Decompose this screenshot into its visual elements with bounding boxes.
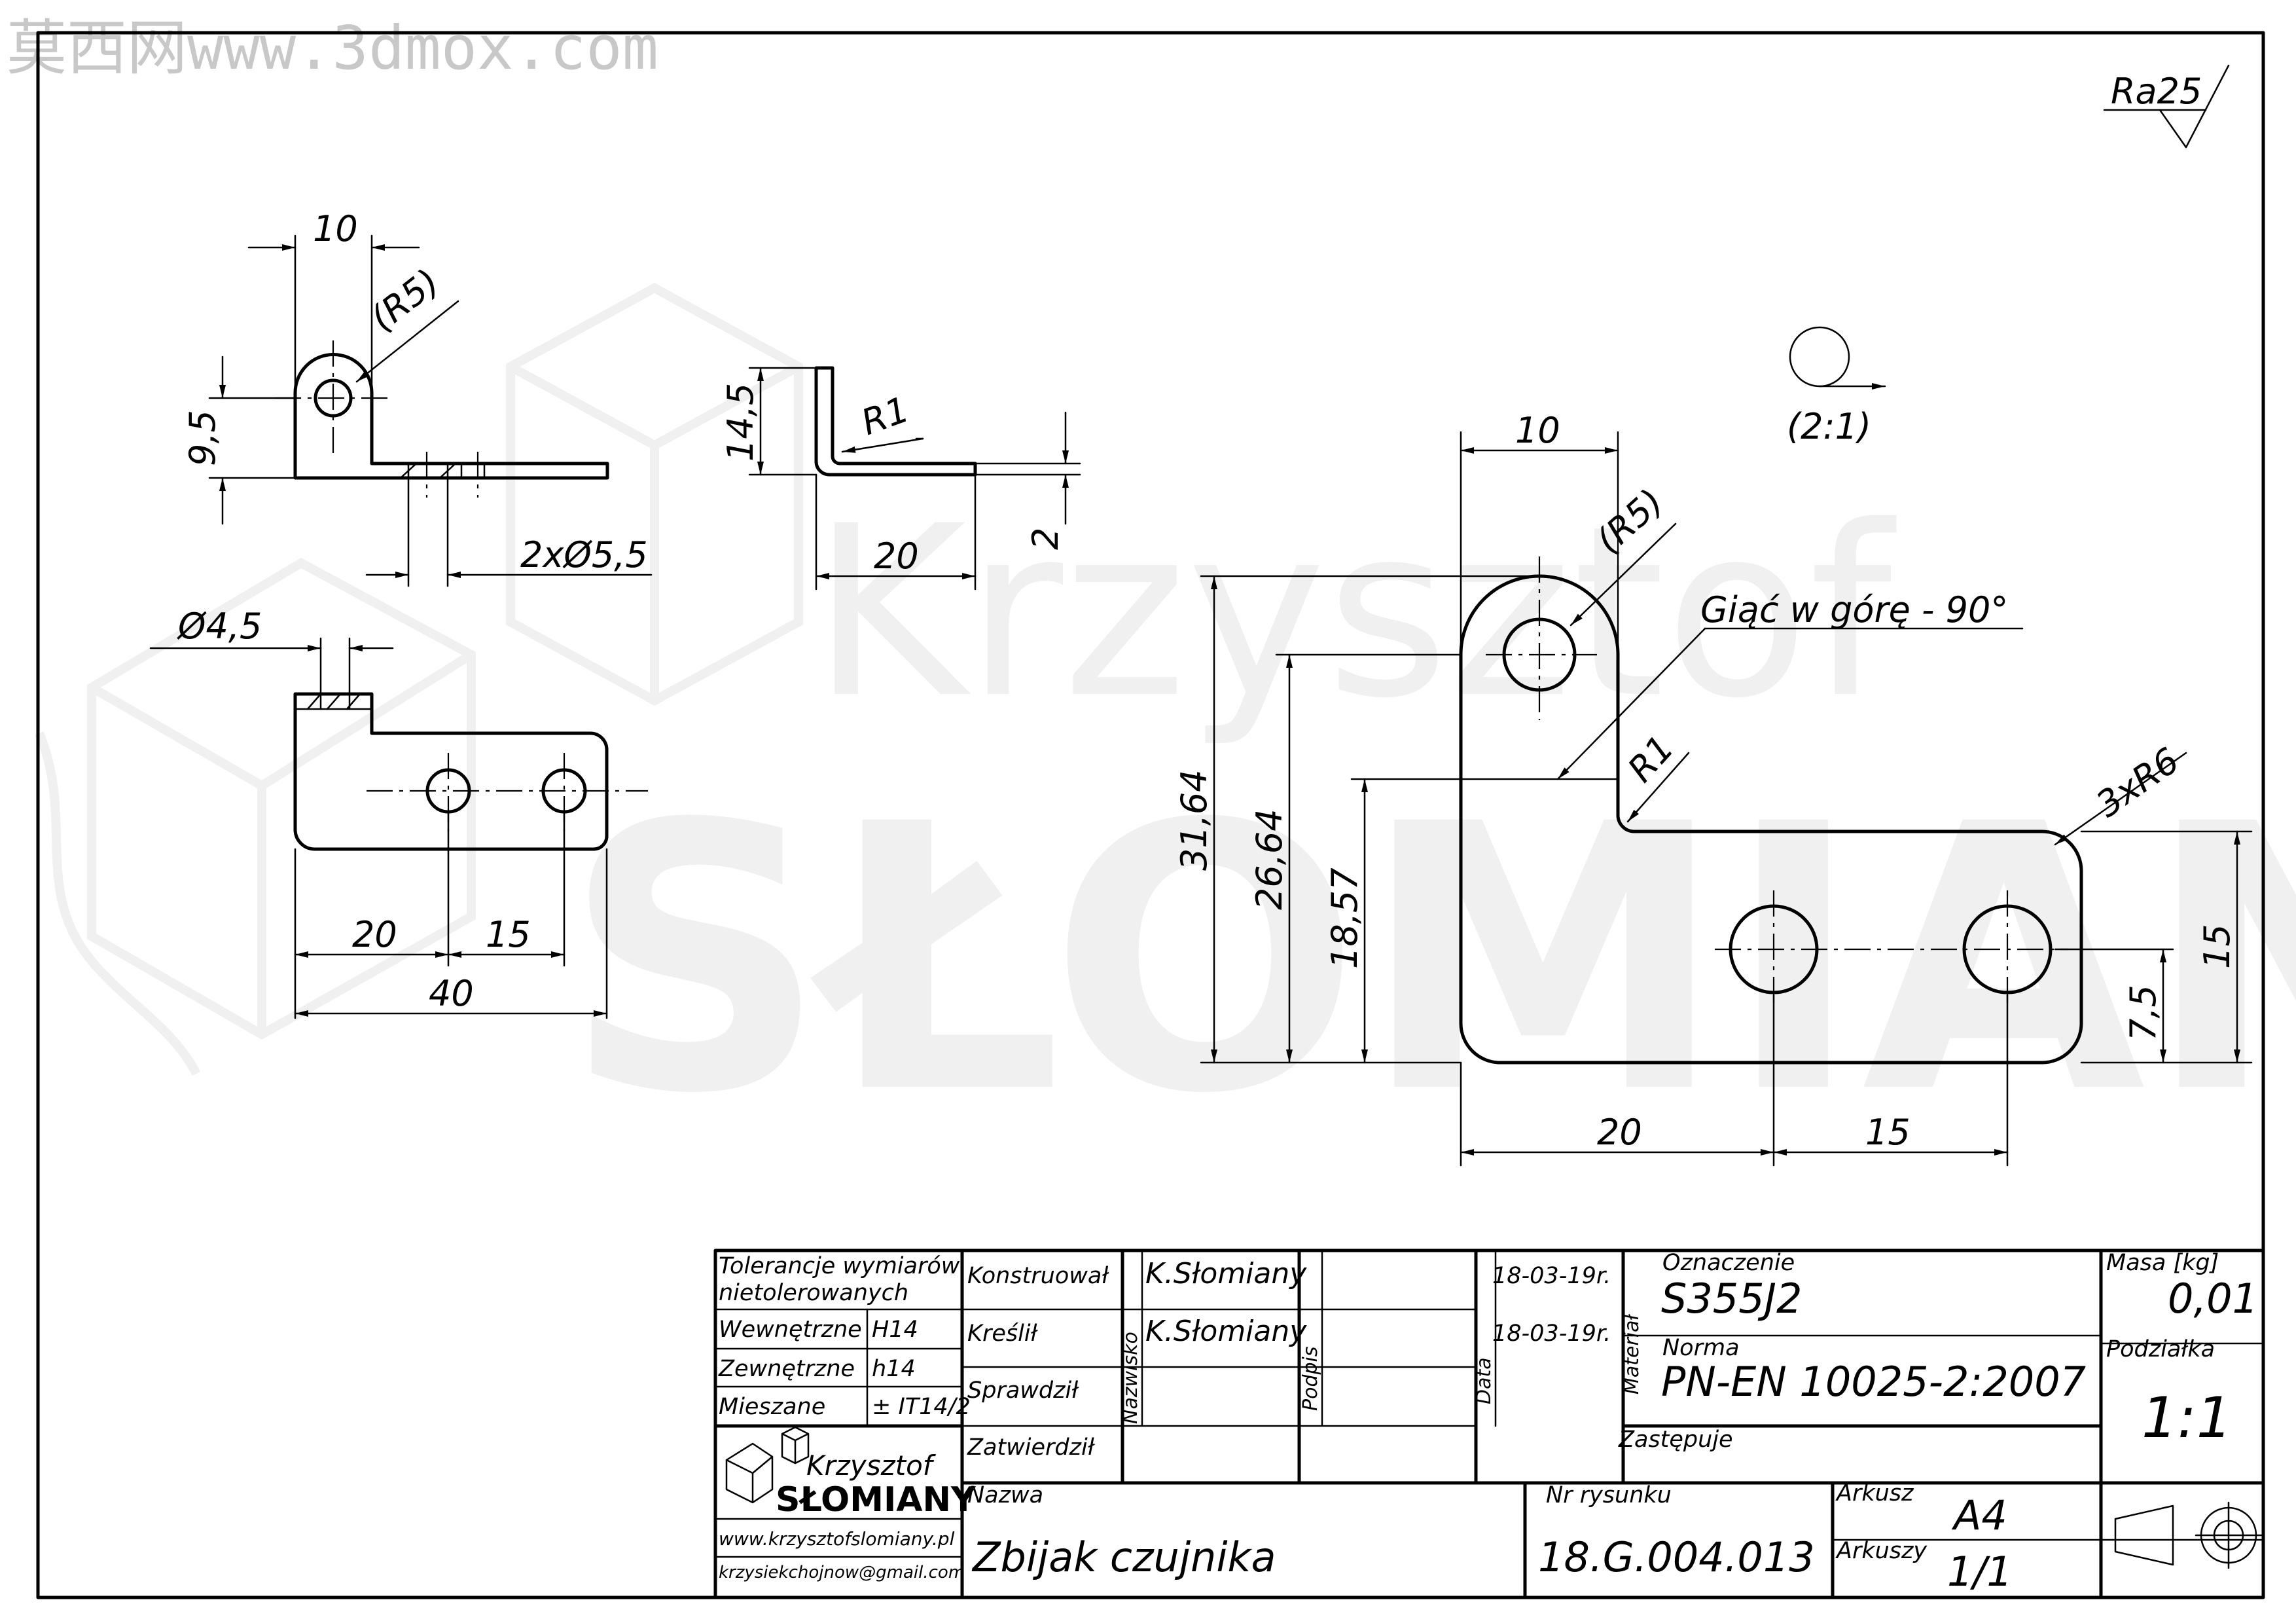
view-scale-label: (2:1) [1787,406,1871,447]
norma-value: PN-EN 10025-2:2007 [1661,1358,2086,1406]
arkusz-label: Arkusz [1835,1480,1914,1506]
nazwa-label: Nazwa [967,1482,1043,1508]
tolerances-title-2: nietolerowanych [719,1280,908,1306]
tolerance-label-2: Zewnętrzne [718,1356,855,1382]
zastepuje-label: Zastępuje [1618,1427,1733,1453]
front-dim-total: 40 [429,973,474,1014]
tolerance-value-2: h14 [872,1356,916,1382]
tolerance-label-3: Mieszane [719,1394,825,1420]
norma-label: Norma [1662,1335,1740,1361]
roughness-symbol: Ra25 [2103,64,2230,149]
podzialka-label: Podziałka [2106,1336,2215,1362]
col-data: Data [1473,1357,1496,1404]
side-dim-bend: R1 [856,388,914,443]
masa-value: 0,01 [2168,1275,2258,1322]
tolerance-label-1: Wewnętrzne [719,1317,862,1343]
masa-label: Masa [kg] [2106,1250,2219,1276]
top-dim-width: 10 [313,208,358,249]
logo-script: Krzysztof [806,1450,937,1482]
top-view-outline [293,353,609,480]
title-block: Tolerancje wymiarów nietolerowanych Wewn… [713,1249,2265,1599]
front-view-outline [293,692,609,851]
detail-dim-bottom2: 15 [1865,1112,1910,1153]
tolerance-value-1: H14 [872,1317,918,1343]
tolerance-value-3: ± IT14/2 [872,1394,971,1420]
date-konstruowal: 18-03-19r. [1492,1263,1611,1289]
col-podpis: Podpis [1299,1347,1322,1412]
top-view: 10 (R5) 9,5 2xØ5,5 [182,208,653,587]
detail-dim-width: 10 [1515,410,1560,451]
watermark-top-text: 莫西网www.3dmox.com [7,13,658,83]
top-dim-radius: (R5) [363,261,447,339]
detail-dim-right-half: 7,5 [2123,985,2164,1041]
side-dim-length: 20 [874,536,919,577]
watermark-logo-mark [35,283,803,1076]
nr-value: 18.G.004.013 [1538,1533,1815,1581]
front-dim-pos2: 15 [486,914,531,955]
logo-bold: SŁOMIANY [776,1480,977,1520]
detail-dim-right-h: 15 [2197,924,2238,969]
detail-view: 10 (R5) Giąć w górę - 90° R1 3xR6 31,64 … [1174,410,2253,1167]
side-dim-height: 14,5 [720,383,761,462]
front-view: Ø4,5 20 15 40 [149,606,648,1019]
view-rotation-symbol: (2:1) [1787,326,1886,447]
col-nazwisko: Nazwisko [1119,1332,1142,1424]
nazwa-value: Zbijak czujnika [971,1533,1276,1581]
roughness-label: Ra25 [2111,71,2202,112]
detail-dim-h1: 31,64 [1174,769,1215,871]
name-kreslil: K.Słomiany [1145,1315,1307,1348]
tolerances-title: Tolerancje wymiarów [719,1253,960,1279]
detail-bend-note: Giąć w górę - 90° [1700,589,2008,630]
company-email: krzysiekchojnow@gmail.com [719,1563,965,1582]
oznaczenie-label: Oznaczenie [1662,1250,1795,1276]
watermark: Krzysztof SŁOMIANY [35,283,2296,1174]
arkusz-value: A4 [1951,1491,2007,1539]
detail-dim-bottom1: 20 [1597,1112,1642,1153]
watermark-script: Krzysztof [812,475,1897,750]
col-material: Materiał [1621,1313,1643,1395]
watermark-bold: SŁOMIANY [563,747,2296,1174]
front-dim-hole: Ø4,5 [177,606,262,647]
detail-dim-h3: 18,57 [1324,867,1365,969]
top-dim-holes: 2xØ5,5 [520,534,648,575]
projection-symbol [2114,1501,2263,1569]
name-konstruowal: K.Słomiany [1145,1257,1307,1290]
detail-view-outline [1459,574,2083,1065]
side-dim-thickness: 2 [1025,528,1066,550]
company-logo: Krzysztof SŁOMIANY [725,1426,977,1520]
date-kreslil: 18-03-19r. [1492,1321,1611,1347]
arkuszy-value: 1/1 [1947,1548,2013,1596]
detail-dim-h2: 26,64 [1249,809,1290,910]
role-sprawdzil: Sprawdził [967,1377,1079,1404]
oznaczenie-value: S355J2 [1661,1275,1802,1322]
arkuszy-label: Arkuszy [1835,1538,1928,1564]
company-website: www.krzysztofslomiany.pl [719,1528,955,1550]
nr-label: Nr rysunku [1546,1482,1672,1508]
role-kreslil: Kreślił [967,1321,1039,1347]
podzialka-value: 1:1 [2142,1385,2232,1451]
role-konstruowal: Konstruował [967,1263,1109,1289]
top-dim-height: 9,5 [182,410,223,466]
role-zatwierdzil: Zatwierdził [967,1434,1096,1461]
front-dim-pos1: 20 [352,914,397,955]
sheet-border [36,31,2265,1599]
